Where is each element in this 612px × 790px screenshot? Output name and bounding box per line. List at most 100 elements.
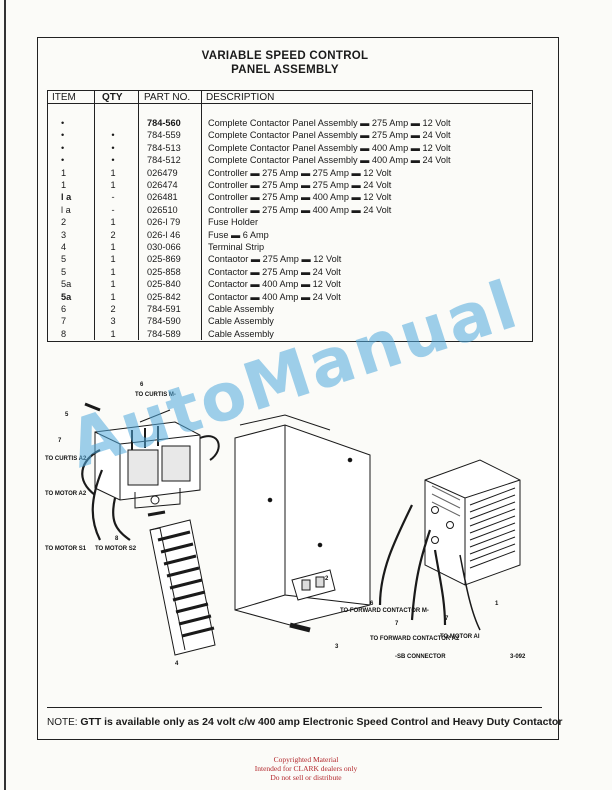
table-row: 6 2 784-591 Cable Assembly — [47, 303, 531, 315]
row-qty: - — [111, 204, 115, 215]
row-part-no: 025-840 — [147, 279, 181, 290]
row-item: l a — [61, 192, 72, 203]
row-description: Fuse ▬ 6 Amp — [208, 229, 269, 240]
callout-7b: 7 — [395, 621, 399, 627]
copyright-line-2: Intended for CLARK dealers only — [254, 764, 358, 773]
footnote: NOTE: GTT is available only as 24 volt c… — [47, 716, 562, 728]
table-col-divider — [201, 90, 202, 340]
row-qty: - — [111, 192, 115, 203]
row-item: • — [61, 130, 65, 141]
row-qty: 2 — [110, 304, 116, 314]
row-description: Controller ▬ 275 Amp ▬ 275 Amp ▬ 24 Volt — [208, 180, 392, 190]
controller-unit — [424, 459, 521, 586]
label-to-motor-a1: TO MOTOR AI — [440, 634, 480, 640]
callout-5: 5 — [65, 412, 69, 418]
label-to-forward-contactor-m: TO FORWARD CONTACTOR M- — [340, 608, 429, 614]
header-item: ITEM — [52, 92, 76, 103]
row-item: 5a — [61, 291, 72, 302]
row-description: Contactor ▬ 400 Amp ▬ 12 Volt — [208, 279, 341, 290]
copyright-line-1: Copyrighted Material — [273, 755, 339, 764]
row-part-no: 026-l 46 — [147, 229, 181, 240]
row-item: 8 — [61, 328, 67, 339]
row-qty: 1 — [110, 242, 116, 252]
label-to-forward-contactor-a2: TO FORWARD CONTACTOR A2 — [370, 636, 460, 642]
row-part-no: 784-591 — [147, 304, 181, 314]
row-item: 3 — [61, 229, 67, 240]
row-item: • — [61, 155, 65, 166]
row-item: 6 — [61, 304, 67, 314]
title-line-2: PANEL ASSEMBLY — [231, 64, 339, 76]
row-part-no: 026-l 79 — [147, 217, 181, 228]
parts-table — [47, 90, 533, 342]
callout-3: 3 — [335, 644, 339, 650]
row-item: 4 — [61, 242, 67, 252]
row-qty: • — [111, 142, 115, 153]
row-qty: 1 — [110, 180, 116, 190]
row-description: Cable Assembly — [208, 304, 274, 314]
row-part-no: 784-590 — [147, 316, 181, 327]
page-edge — [4, 0, 6, 790]
row-qty: 3 — [110, 316, 116, 327]
row-part-no: 026479 — [147, 167, 178, 178]
row-description: Controller ▬ 275 Amp ▬ 400 Amp ▬ 24 Volt — [208, 204, 392, 215]
contactor-coil — [127, 449, 159, 486]
row-item: 5 — [61, 266, 67, 277]
terminal-strip — [149, 519, 216, 656]
label-sb-connector: -SB CONNECTOR — [395, 654, 446, 660]
row-item: 5 — [61, 254, 67, 265]
row-part-no: 784-559 — [147, 130, 181, 141]
copyright-line-3: Do not sell or distribute — [270, 773, 342, 782]
page-title: VARIABLE SPEED CONTROL PANEL ASSEMBLY — [0, 49, 570, 77]
note-text-2: amp Electronic Speed Control and Heavy D… — [278, 716, 563, 728]
row-part-no: 025-869 — [147, 254, 181, 265]
row-part-no: 784-560 — [147, 118, 181, 128]
row-part-no: 030-066 — [147, 242, 181, 252]
row-description: Contaotor ▬ 275 Amp ▬ 12 Volt — [208, 254, 342, 265]
row-description: Terminal Strip — [208, 242, 265, 252]
table-row: 4 1 030-066 Terminal Strip — [47, 241, 531, 253]
title-line-1: VARIABLE SPEED CONTROL — [201, 50, 369, 62]
row-description: Fuse Holder — [208, 217, 259, 228]
row-description: Complete Contactor Panel Assembly ▬ 275 … — [208, 118, 451, 128]
note-text-1: is available only as 24 volt — [104, 716, 236, 728]
row-qty: 1 — [110, 291, 116, 302]
label-to-motor-s2: TO MOTOR S2 — [95, 546, 137, 552]
row-part-no: 026510 — [147, 204, 178, 215]
callout-1: 1 — [495, 601, 499, 607]
row-qty: • — [111, 130, 115, 141]
row-item: 5a — [61, 279, 72, 290]
row-description: Cable Assembly — [208, 328, 274, 339]
note-prefix: NOTE: — [47, 717, 78, 728]
row-part-no: 784-513 — [147, 142, 181, 153]
row-item: 7 — [61, 316, 67, 327]
row-description: Cable Assembly — [208, 316, 274, 327]
note-divider — [47, 707, 542, 708]
exploded-diagram: 6 TO CURTIS M- 5 7 TO CURTIS A2 TO MOTOR… — [45, 382, 526, 667]
mounting-bracket — [234, 414, 371, 626]
row-part-no: 025-842 — [147, 291, 181, 302]
callout-2: 2 — [325, 576, 329, 582]
row-description: Controller ▬ 275 Amp ▬ 400 Amp ▬ 12 Volt — [208, 192, 392, 203]
row-item: 2 — [61, 217, 67, 228]
label-to-motor-a2: TO MOTOR A2 — [45, 491, 87, 497]
label-to-curtis-a2: TO CURTIS A2 — [45, 456, 87, 462]
header-part-no: PART NO. — [144, 92, 191, 103]
row-qty: 1 — [110, 266, 116, 277]
callout-8: 8 — [115, 536, 119, 542]
callout-6b: 6 — [370, 601, 374, 607]
row-qty: • — [111, 155, 115, 166]
table-row: 7 3 784-590 Cable Assembly — [47, 315, 531, 327]
row-description: Complete Contactor Panel Assembly ▬ 400 … — [208, 155, 451, 166]
row-item: 1 — [61, 180, 67, 190]
callout-7c: 7 — [445, 616, 449, 622]
row-qty: 1 — [110, 328, 116, 339]
header-qty: QTY — [102, 92, 123, 103]
